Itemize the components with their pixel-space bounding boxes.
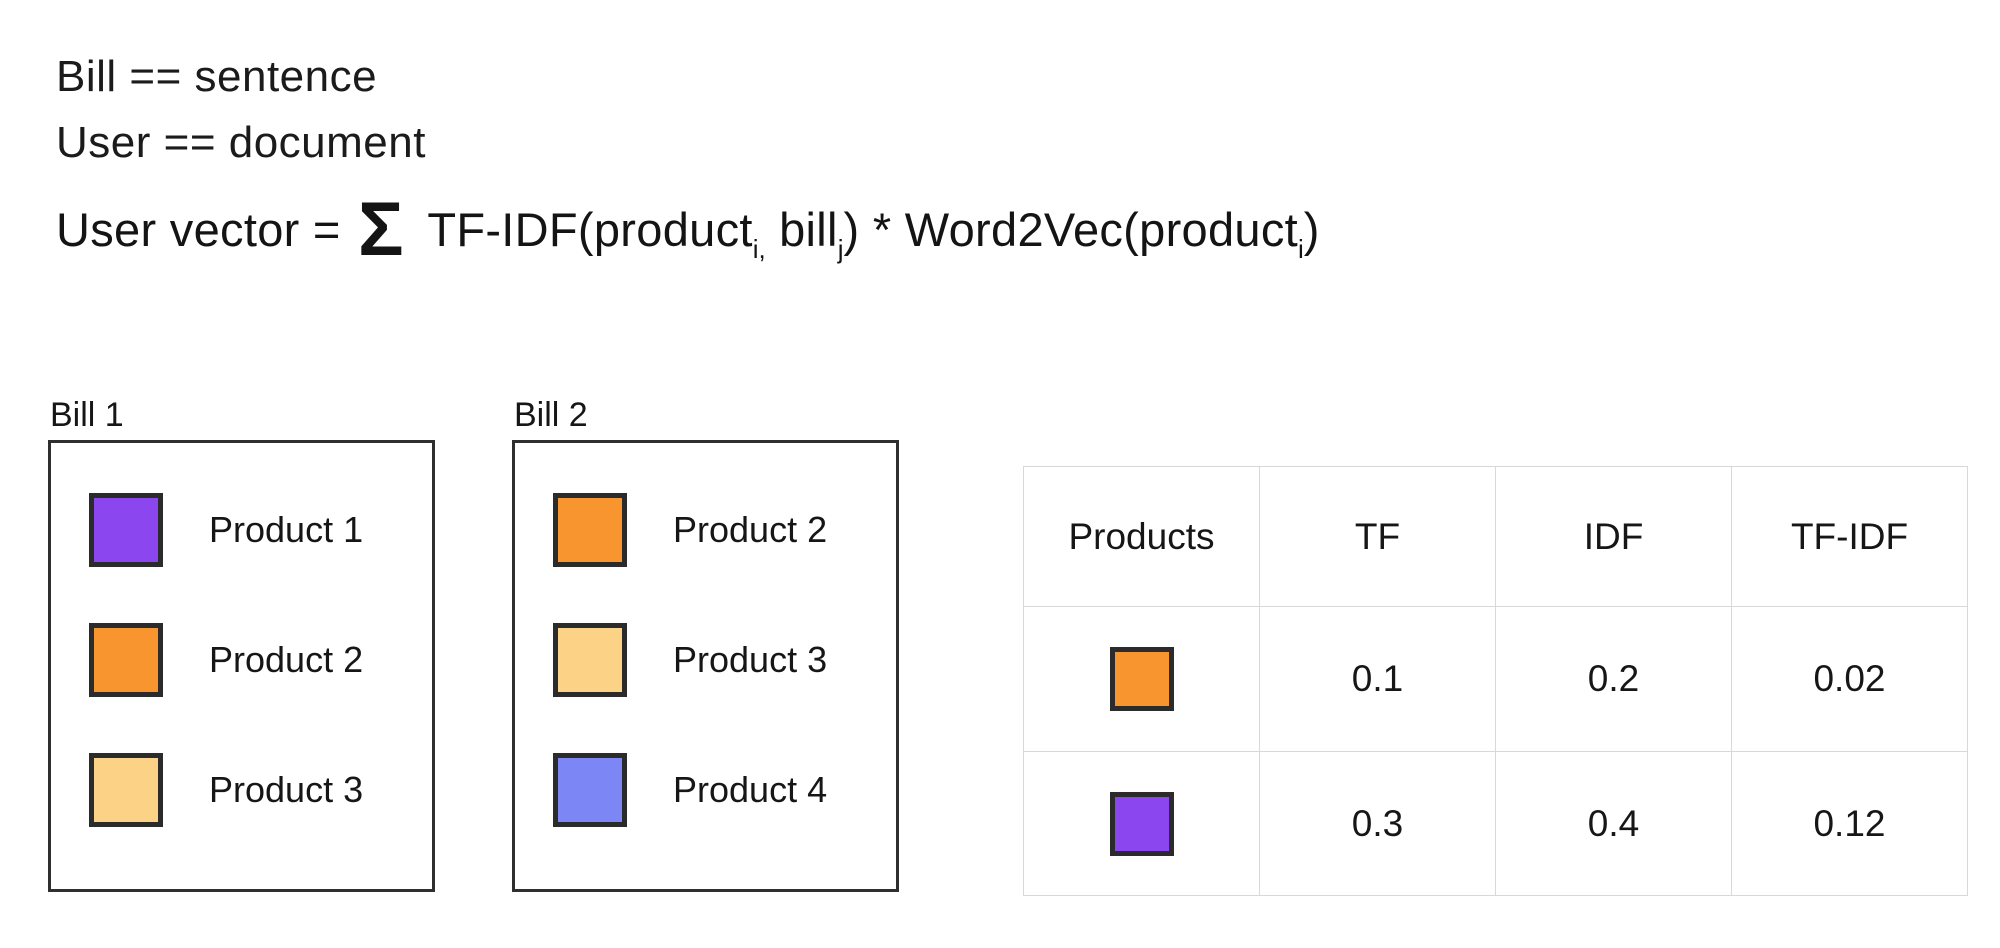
bill-2-item-product-2: Product 2	[553, 493, 896, 567]
note-bill-sentence: Bill == sentence	[56, 52, 378, 101]
product-1-label: Product 1	[209, 509, 364, 550]
product-4-swatch-icon	[553, 753, 627, 827]
bill-2-label: Bill 2	[514, 396, 588, 434]
col-header-idf: IDF	[1496, 467, 1732, 607]
bill-2-item-product-3: Product 3	[553, 623, 896, 697]
bill-1-item-product-2: Product 2	[89, 623, 432, 697]
col-header-tf: TF	[1260, 467, 1496, 607]
product-2-label: Product 2	[673, 509, 828, 550]
row-2-idf-value: 0.4	[1496, 752, 1732, 896]
formula-prefix: User vector =	[56, 203, 355, 256]
orange-product-swatch-icon	[1109, 647, 1174, 711]
product-1-swatch-icon	[89, 493, 163, 567]
bill-2-group: Bill 2 Product 2 Product 3 Product 4	[512, 396, 899, 892]
product-3-swatch-icon	[553, 623, 627, 697]
bill-1-item-product-3: Product 3	[89, 753, 432, 827]
product-2-swatch-icon	[89, 623, 163, 697]
formula-close-paren: )	[1303, 203, 1320, 256]
product-3-swatch-icon	[89, 753, 163, 827]
row-1-product-cell	[1024, 607, 1260, 752]
bill-1-box: Product 1 Product 2 Product 3	[48, 440, 435, 892]
formula-tfidf-call: TF-IDF(product	[413, 203, 753, 256]
note-user-document: User == document	[56, 118, 426, 167]
product-2-swatch-icon	[553, 493, 627, 567]
bill-2-box: Product 2 Product 3 Product 4	[512, 440, 899, 892]
product-3-label: Product 3	[209, 769, 364, 810]
formula-bill-arg: bill	[765, 203, 838, 256]
row-2-tf-value: 0.3	[1260, 752, 1496, 896]
purple-product-swatch-icon	[1109, 791, 1174, 856]
analogy-notes: Bill == sentence User == document	[56, 44, 426, 176]
row-1-tf-value: 0.1	[1260, 607, 1496, 752]
product-4-label: Product 4	[673, 769, 828, 810]
row-1-idf-value: 0.2	[1496, 607, 1732, 752]
formula-subscript-j: j	[837, 234, 844, 264]
row-2-tfidf-value: 0.12	[1732, 752, 1968, 896]
row-1-tfidf-value: 0.02	[1732, 607, 1968, 752]
formula-word2vec-call: ) * Word2Vec(product	[843, 203, 1298, 256]
bill-2-item-product-4: Product 4	[553, 753, 896, 827]
row-2-product-cell	[1024, 752, 1260, 896]
formula-subscript-i-comma: i,	[752, 234, 766, 264]
col-header-tf-idf: TF-IDF	[1732, 467, 1968, 607]
bill-1-label: Bill 1	[50, 396, 124, 434]
user-vector-formula: User vector = Σ TF-IDF(producti, billj) …	[56, 186, 1320, 273]
product-2-label: Product 2	[209, 639, 364, 680]
tfidf-table: Products TF IDF TF-IDF 0.1 0.2 0.02 0.3 …	[1023, 466, 1968, 896]
col-header-products: Products	[1024, 467, 1260, 607]
bill-1-group: Bill 1 Product 1 Product 2 Product 3	[48, 396, 435, 892]
product-3-label: Product 3	[673, 639, 828, 680]
bill-1-item-product-1: Product 1	[89, 493, 432, 567]
formula-subscript-i: i	[1298, 234, 1304, 264]
sigma-symbol: Σ	[358, 187, 404, 272]
